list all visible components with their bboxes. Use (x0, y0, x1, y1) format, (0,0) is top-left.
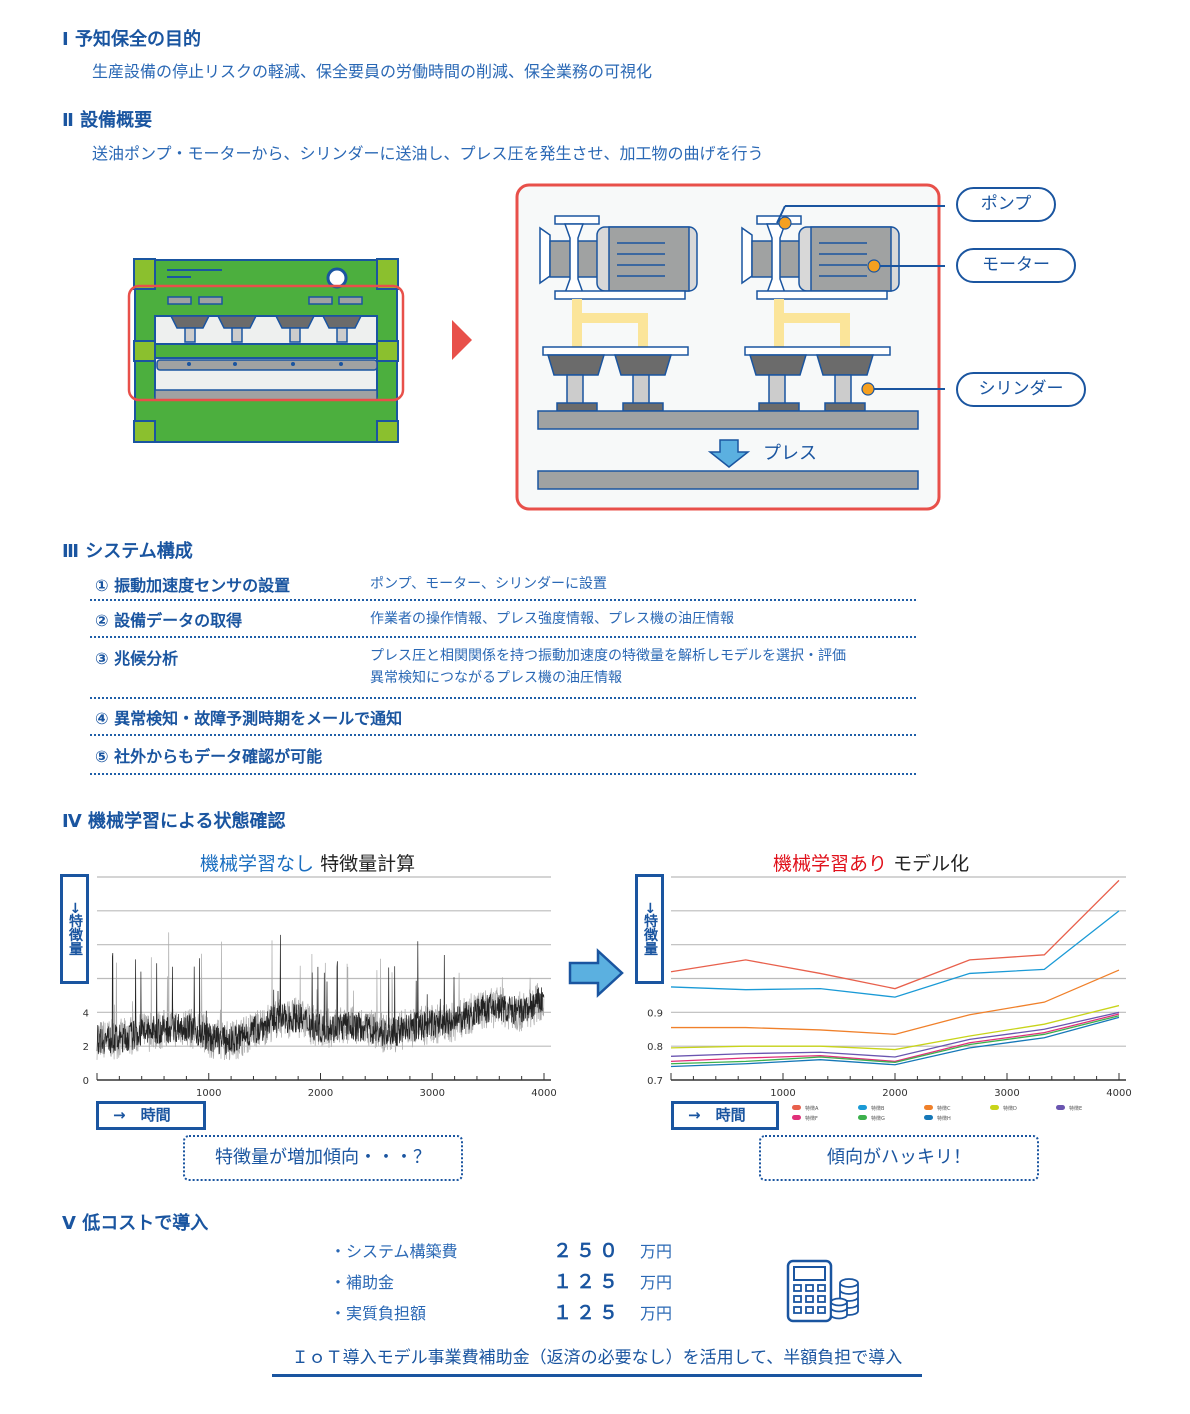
legend-label: 特徴D (1003, 1105, 1017, 1112)
series-line-特徴E (670, 1011, 1120, 1058)
section-3-heading: Ⅲ システム構成 (62, 541, 193, 562)
section-4-heading: Ⅳ 機械学習による状態確認 (62, 811, 286, 832)
y-tick-label: 0.7 (647, 1076, 663, 1087)
arrow-right-icon (568, 948, 624, 998)
press-label: プレス (763, 443, 817, 464)
press-machine-illustration (127, 258, 405, 443)
legend-swatch (924, 1115, 933, 1120)
y-tick-label: 4 (83, 1008, 89, 1019)
series-line-特徴A (670, 879, 1120, 990)
left-chart-title-a: 機械学習なし (200, 853, 315, 875)
highlight-frame (127, 284, 405, 402)
section-5-heading: Ⅴ 低コストで導入 (62, 1213, 209, 1234)
row-value: プレス圧と相関関係を持つ振動加速度の特徴量を解析しモデルを選択・評価 (370, 648, 846, 664)
row-key: ② 設備データの取得 (95, 611, 243, 630)
section-1-body: 生産設備の停止リスクの軽減、保全要員の労働時間の削減、保全業務の可視化 (92, 62, 653, 81)
sensor-markers (778, 216, 881, 396)
legend-swatch (858, 1105, 867, 1110)
x-tick-label: 2000 (882, 1088, 907, 1099)
legend-label: 特徴A (805, 1105, 819, 1112)
y-tick-label: 0 (83, 1076, 89, 1087)
right-note: 傾向がハッキリ！ (759, 1135, 1039, 1181)
section-2-heading: Ⅱ 設備概要 (62, 110, 153, 131)
cost-amount: １２５ (553, 1271, 623, 1293)
cost-amount: １２５ (553, 1302, 623, 1324)
right-chart-title-b: モデル化 (893, 853, 970, 875)
legend-label: 特徴B (871, 1105, 885, 1112)
series-line-特徴B (670, 910, 1120, 998)
y-tick-label: 2 (83, 1042, 89, 1053)
row-key: ⑤ 社外からもデータ確認が可能 (95, 747, 323, 766)
legend-swatch (990, 1105, 999, 1110)
legend-swatch (1056, 1105, 1065, 1110)
legend-label: 特徴F (805, 1115, 818, 1122)
x-tick-label: 2000 (308, 1088, 333, 1099)
series-line-特徴H (670, 1016, 1120, 1068)
section-2-body: 送油ポンプ・モーターから、シリンダーに送油し、プレス圧を発生させ、加工物の曲げを… (92, 144, 764, 163)
row-value: ポンプ、モーター、シリンダーに設置 (370, 576, 608, 592)
system-row: ③ 兆候分析 プレス圧と相関関係を持つ振動加速度の特徴量を解析しモデルを選択・評価… (90, 645, 916, 699)
gauge-icon (326, 267, 348, 289)
x-tick-label: 1000 (196, 1088, 221, 1099)
series-line-特徴F (670, 1013, 1120, 1063)
row-key: ③ 兆候分析 (95, 649, 179, 668)
legend-swatch (792, 1115, 801, 1120)
callout-motor: モーター (956, 248, 1076, 283)
right-y-axis-label: →特徴量 (635, 874, 664, 984)
system-row: ① 振動加速度センサの設置 ポンプ、モーター、シリンダーに設置 (90, 572, 916, 601)
left-x-axis-label: → 時間 (96, 1101, 206, 1130)
legend-label: 特徴G (871, 1115, 885, 1122)
x-tick-label: 3000 (420, 1088, 445, 1099)
series-line-特徴D (670, 1004, 1120, 1051)
feature-series-line (96, 934, 545, 1055)
calculator-coins-icon (786, 1259, 859, 1323)
press-down-arrow-icon (707, 439, 751, 468)
cost-label: ・補助金 (330, 1273, 395, 1292)
cost-label: ・実質負担額 (330, 1304, 427, 1323)
row-value: 作業者の操作情報、プレス強度情報、プレス機の油圧情報 (370, 611, 734, 627)
system-row: ④ 異常検知・故障予測時期をメールで通知 (90, 705, 916, 736)
subsidy-footer: ＩｏＴ導入モデル事業費補助金（返済の必要なし）を活用して、半額負担で導入 (272, 1343, 922, 1377)
legend-label: 特徴C (937, 1105, 951, 1112)
cost-unit: 万円 (640, 1273, 673, 1292)
arrow-right-icon (452, 320, 472, 360)
row-key: ① 振動加速度センサの設置 (95, 576, 291, 595)
left-chart-title-b: 特徴量計算 (320, 853, 416, 875)
cost-amount: ２５０ (553, 1240, 623, 1262)
legend-label: 特徴E (1069, 1105, 1082, 1112)
callout-cylinder: シリンダー (956, 372, 1086, 407)
system-row: ② 設備データの取得 作業者の操作情報、プレス強度情報、プレス機の油圧情報 (90, 607, 916, 638)
right-chart-title-a: 機械学習あり (773, 853, 888, 875)
left-y-axis-label: →特徴量 (60, 874, 89, 984)
x-tick-label: 3000 (994, 1088, 1019, 1099)
cost-unit: 万円 (640, 1304, 673, 1323)
legend-swatch (858, 1115, 867, 1120)
x-tick-label: 4000 (531, 1088, 556, 1099)
x-tick-label: 1000 (770, 1088, 795, 1099)
callout-pump: ポンプ (956, 187, 1056, 222)
pump-motor-cylinder-diagram (515, 183, 945, 511)
right-chart: 0.7 0.8 0.9 1000 2000 3000 4000 特徴A 特徴B 特徴C 特徴D 特徴E… (647, 876, 1132, 1122)
cost-unit: 万円 (640, 1242, 673, 1261)
left-chart: 0 2 4 1000 2000 3000 4000 (83, 876, 557, 1099)
right-x-axis-label: → 時間 (671, 1101, 779, 1130)
x-tick-label: 4000 (1106, 1088, 1131, 1099)
series-line-特徴G (670, 1015, 1120, 1065)
section-1-heading: Ⅰ 予知保全の目的 (62, 29, 201, 50)
legend-swatch (792, 1105, 801, 1110)
cost-label: ・システム構築費 (330, 1242, 458, 1261)
row-value: 異常検知につながるプレス機の油圧情報 (370, 670, 622, 686)
y-tick-label: 0.9 (647, 1008, 663, 1019)
left-note: 特徴量が増加傾向・・・？ (183, 1135, 463, 1181)
row-key: ④ 異常検知・故障予測時期をメールで通知 (95, 709, 403, 728)
legend-swatch (924, 1105, 933, 1110)
series-line-特徴C (671, 969, 1120, 1035)
y-tick-label: 0.8 (647, 1042, 663, 1053)
legend-label: 特徴H (937, 1115, 951, 1122)
system-row: ⑤ 社外からもデータ確認が可能 (90, 743, 916, 775)
